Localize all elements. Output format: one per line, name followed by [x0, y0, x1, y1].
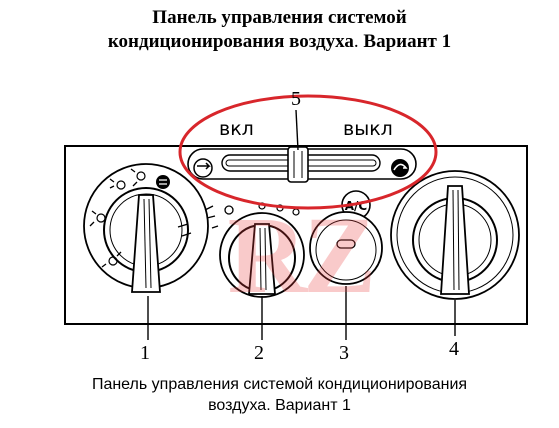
floor-defrost-icon — [101, 251, 122, 268]
title-line-1: Панель управления системой — [152, 7, 407, 28]
bilevel-vent-icon — [130, 168, 146, 187]
recirculation-icon — [391, 159, 409, 177]
watermark-logo: RZ — [228, 194, 373, 316]
callout-number-5: 5 — [291, 88, 301, 110]
temp-display-window — [309, 211, 383, 285]
title-line-2-text: кондиционирования воздуха — [107, 31, 354, 52]
slider-knob — [287, 146, 309, 183]
rear-defog-indicators — [177, 202, 300, 237]
highlight-ellipse — [178, 94, 438, 210]
figure-caption: Панель управления системой кондициониров… — [0, 374, 559, 416]
callout-number-4: 4 — [449, 338, 459, 360]
fan-speed-knob — [219, 212, 305, 298]
title-line-2: кондиционирования воздуха. Вариант 1 — [0, 30, 559, 54]
floor-vent-icon — [89, 210, 106, 227]
title-line-2-dot: . — [353, 31, 359, 52]
callout-number-2: 2 — [254, 342, 264, 364]
caption-line-2: воздуха. Вариант 1 — [208, 397, 351, 414]
leader-line-5 — [295, 109, 299, 151]
recirculation-slider — [187, 146, 417, 183]
callout-number-3: 3 — [339, 342, 349, 364]
switch-label-on: вкл — [219, 118, 254, 140]
callout-number-1: 1 — [140, 342, 150, 364]
title-line-2-variant: Вариант 1 — [358, 31, 452, 52]
switch-label-off: выкл — [343, 118, 393, 140]
caption-line-1: Панель управления системой кондициониров… — [91, 376, 468, 393]
face-vent-icon — [109, 178, 126, 190]
mode-knob — [83, 163, 209, 293]
fresh-air-icon — [193, 158, 213, 178]
diagram-title: Панель управления системой кондициониров… — [0, 6, 559, 54]
mode-knob-pointer — [131, 194, 161, 293]
defrost-icon — [156, 175, 170, 189]
fan-knob-pointer — [248, 223, 276, 295]
temperature-knob — [390, 170, 520, 300]
temperature-knob-pointer — [440, 185, 470, 295]
